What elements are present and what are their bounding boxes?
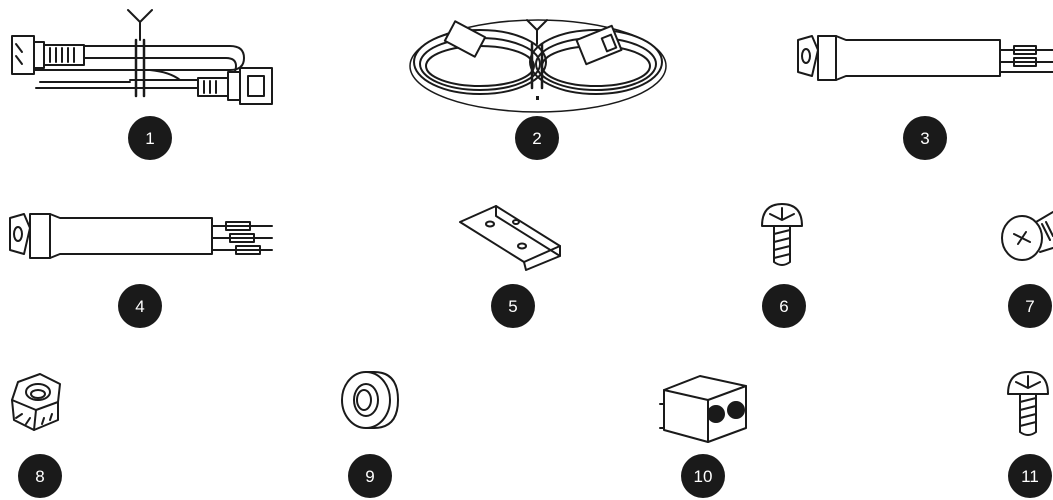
part-number: 8 [35,467,44,486]
part-badge: 6 [762,284,806,328]
sensor-probe-icon [10,214,272,258]
flat-head-screw-icon [1002,212,1053,260]
part-badge: 1 [128,116,172,160]
part-number: 1 [145,129,154,148]
part-number: 11 [1021,467,1039,486]
part-number: 10 [694,467,713,486]
part-badge: 8 [18,454,62,498]
washer-icon [342,372,398,428]
part-number: 7 [1025,297,1034,316]
coiled-cable-icon [410,20,666,112]
part-number: 4 [135,297,144,316]
power-cord-icon [12,10,272,104]
part-number: 9 [365,467,374,486]
part-number: 2 [532,129,541,148]
hex-nut-icon [12,374,60,430]
screw-icon [762,204,802,265]
sensor-probe-icon [798,36,1053,80]
junction-box-icon [660,376,746,442]
part-badge: 5 [491,284,535,328]
part-number: 5 [508,297,517,316]
part-badge: 9 [348,454,392,498]
part-badge: 3 [903,116,947,160]
mounting-bracket-icon [460,206,560,270]
part-number: 3 [920,129,929,148]
part-badge: 2 [515,116,559,160]
part-badge: 11 [1008,454,1052,498]
part-badge: 4 [118,284,162,328]
part-badge: 7 [1008,284,1052,328]
part-badge: 10 [681,454,725,498]
part-number: 6 [779,297,788,316]
screw-icon [1008,372,1048,435]
